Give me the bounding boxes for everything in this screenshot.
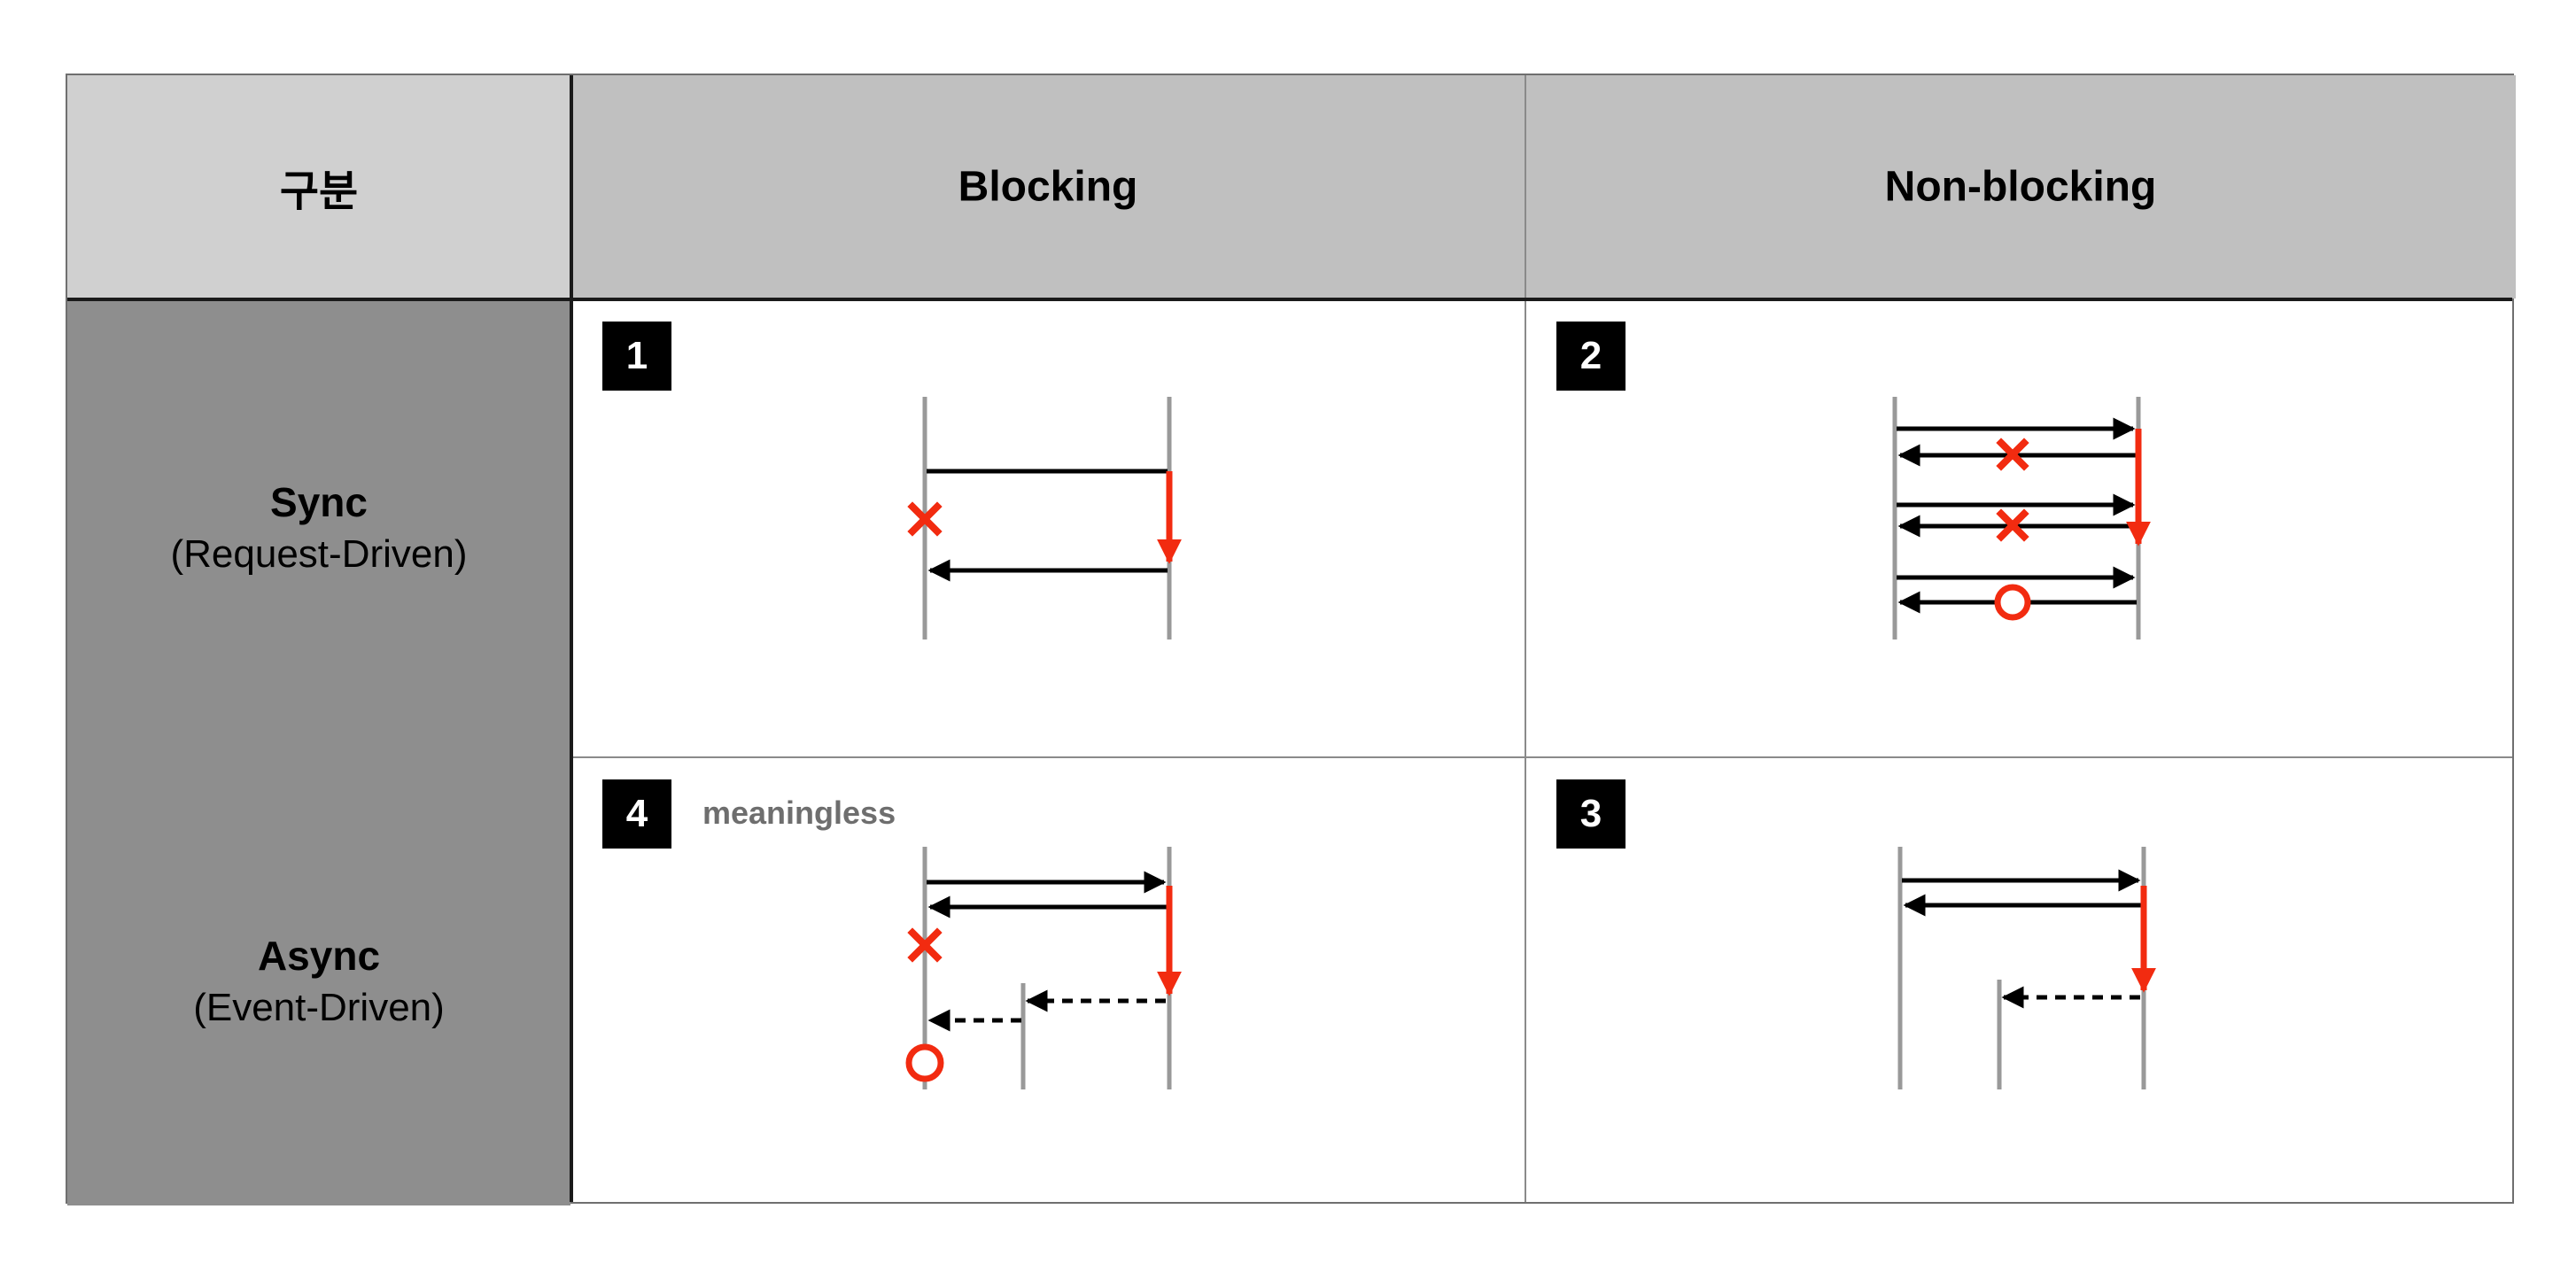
row-title-sync: Sync [270,479,368,525]
diagram-sync-blocking [907,397,1182,640]
cell-number-badge-2: 2 [1556,322,1626,391]
x-mark-icon [1996,508,2029,542]
cell-number-badge-1: 1 [602,322,671,391]
comparison-table: 구분 Blocking Non-blocking Sync (Request-D… [66,74,2516,1205]
column-header-blocking: Blocking [958,163,1138,211]
diagram-async-nonblocking [1897,847,2156,1089]
x-mark-icon [907,927,943,963]
x-mark-icon [907,501,943,537]
circle-mark-icon [1994,584,2031,621]
row-subtitle-sync: (Request-Driven) [170,532,468,576]
row-header-async: Async (Event-Driven) [67,757,570,1205]
circle-mark-icon [905,1043,944,1082]
grid-divider-horizontal-main [67,298,2512,301]
grid-divider-horizontal [573,756,2512,758]
grid-divider-vertical [1525,75,1526,1202]
column-header-nonblocking: Non-blocking [1884,163,2157,211]
cell-number-badge-3: 3 [1556,779,1626,849]
header-nonblocking-cell: Non-blocking [1525,75,2516,298]
x-mark-icon [1996,438,2029,471]
grid-divider-vertical-main [570,75,573,1202]
row-title-async: Async [257,933,381,979]
corner-label: 구분 [279,168,359,215]
header-corner-cell: 구분 [67,75,570,298]
header-blocking-cell: Blocking [570,75,1525,298]
cell-number-badge-4: 4 [602,779,671,849]
row-subtitle-async: (Event-Driven) [193,986,445,1029]
diagram-sync-nonblocking [1892,397,2151,640]
row-header-sync: Sync (Request-Driven) [67,298,570,757]
meaningless-note: meaningless [702,795,896,831]
diagram-async-blocking [905,847,1182,1089]
